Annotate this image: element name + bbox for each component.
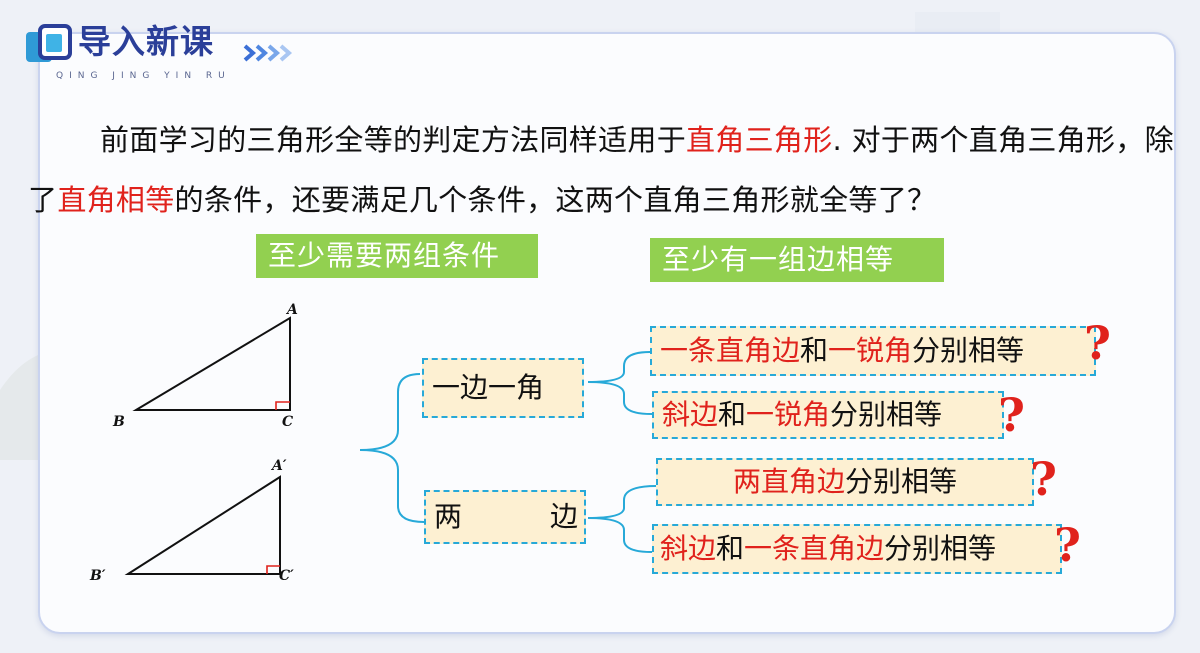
leaf-4-text-2: 分别相等 xyxy=(884,532,997,565)
leaf-1-text-1: 和 xyxy=(800,334,829,367)
vertex-b-prime: B′ xyxy=(90,568,106,584)
section-title: 导入新课 xyxy=(78,22,214,61)
leaf-1-red-1: 一条直角边 xyxy=(660,334,801,367)
question-mark-icon: ? xyxy=(1054,518,1081,572)
vertex-a-prime: A′ xyxy=(272,458,287,474)
intro-text-1: 前面学习的三角形全等的判定方法同样适用于 xyxy=(100,123,687,157)
leaf-1-text-2: 分别相等 xyxy=(912,334,1025,367)
intro-highlight-right-angle: 直角相等 xyxy=(57,183,175,217)
vertex-b: B xyxy=(113,414,125,430)
leaf-4-text-1: 和 xyxy=(716,532,745,565)
branch-one-side-one-angle: 一边一角 xyxy=(422,358,584,418)
leaf-hypotenuse-and-acute-angle: 斜边和一锐角分别相等 xyxy=(652,391,1004,439)
leaf-leg-and-acute-angle: 一条直角边和一锐角分别相等 xyxy=(650,326,1096,376)
question-mark-icon: ? xyxy=(998,388,1025,442)
leaf-2-text-2: 分别相等 xyxy=(830,398,943,431)
branch-two-sides-text-b: 边 xyxy=(549,500,578,533)
intro-text-3: 的条件，还要满足几个条件，这两个直角三角形就全等了？ xyxy=(174,183,937,217)
vertex-a: A xyxy=(287,302,298,318)
leaf-2-red-2: 一锐角 xyxy=(746,398,831,431)
leaf-2-red-1: 斜边 xyxy=(662,398,719,431)
question-mark-icon: ? xyxy=(1030,452,1057,506)
intro-text-2: . 对于两个直角三角形，除了 xyxy=(28,123,1174,217)
branch-two-sides: 两 边 xyxy=(424,490,586,544)
right-angle-mark-c xyxy=(275,401,290,410)
tag-two-conditions: 至少需要两组条件 xyxy=(256,234,538,278)
section-logo-icon xyxy=(26,24,72,62)
main-bracket xyxy=(359,351,657,553)
leaf-two-legs: 两直角边分别相等 xyxy=(656,458,1034,506)
question-mark-icon: ? xyxy=(1084,316,1111,370)
section-pinyin: QING JING YIN RU xyxy=(56,71,231,81)
intro-paragraph: 前面学习的三角形全等的判定方法同样适用于直角三角形. 对于两个直角三角形，除了直… xyxy=(28,110,1188,230)
leaf-1-red-2: 一锐角 xyxy=(828,334,913,367)
chevrons-icon xyxy=(243,44,293,62)
leaf-3-red-1: 两直角边 xyxy=(732,465,845,498)
vertex-c: C xyxy=(282,414,294,430)
vertex-c-prime: C′ xyxy=(279,568,294,584)
triangle-abc xyxy=(132,316,291,411)
triangle-abc-prime xyxy=(124,475,281,575)
leaf-2-text-1: 和 xyxy=(718,398,747,431)
leaf-4-red-2: 一条直角边 xyxy=(744,532,885,565)
leaf-3-text-1: 分别相等 xyxy=(845,465,958,498)
leaf-4-red-1: 斜边 xyxy=(660,532,717,565)
intro-highlight-right-triangle: 直角三角形 xyxy=(686,123,833,157)
tag-one-side-equal: 至少有一组边相等 xyxy=(650,238,944,282)
branch-two-sides-text-a: 两 xyxy=(434,500,463,533)
leaf-hypotenuse-and-leg: 斜边和一条直角边分别相等 xyxy=(652,524,1062,574)
right-angle-mark-c-prime xyxy=(266,565,280,574)
